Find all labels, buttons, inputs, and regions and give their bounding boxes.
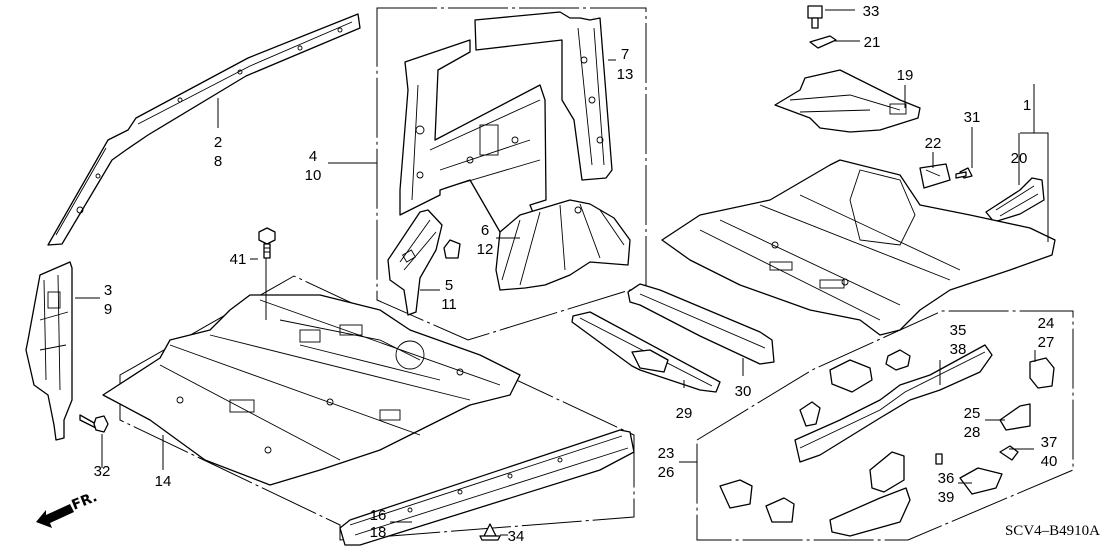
callout-18: 18 (370, 524, 387, 541)
callout-6: 6 (481, 222, 489, 239)
part-rear-bracket-c[interactable] (869, 451, 905, 493)
callout-1: 1 (1023, 97, 1031, 114)
callout-21: 21 (864, 34, 881, 51)
part-inner-side-panel[interactable] (399, 11, 613, 233)
part-bracket-22[interactable] (919, 163, 951, 189)
part-bracket-36[interactable] (959, 467, 1003, 495)
group-box-rear-frame (696, 310, 1074, 541)
part-rear-bracket-d[interactable] (719, 479, 753, 509)
callout-32: 32 (94, 463, 111, 480)
leader-lines (75, 9, 1049, 536)
part-floor-panel[interactable] (102, 294, 521, 486)
callout-14: 14 (155, 473, 172, 490)
callout-10: 10 (305, 167, 322, 184)
callout-5: 5 (445, 277, 453, 294)
callout-29: 29 (676, 405, 693, 422)
callout-27: 27 (1038, 334, 1055, 351)
part-bracket-20[interactable] (985, 177, 1045, 223)
front-arrow-icon (36, 504, 74, 528)
callout-2: 2 (214, 134, 222, 151)
part-front-pillar[interactable] (25, 261, 73, 441)
callout-9: 9 (104, 301, 112, 318)
callout-26: 26 (658, 464, 675, 481)
part-rear-floor[interactable] (661, 159, 1056, 336)
callout-13: 13 (617, 66, 634, 83)
part-clip-34[interactable] (479, 523, 501, 541)
part-bolt-31[interactable] (955, 167, 973, 179)
callout-4: 4 (309, 148, 317, 165)
part-roof-rail[interactable] (47, 13, 361, 246)
callout-34: 34 (508, 528, 525, 545)
callout-36: 36 (938, 470, 955, 487)
callout-31: 31 (964, 109, 981, 126)
part-crossmember-29[interactable] (571, 311, 721, 393)
callout-22: 22 (925, 135, 942, 152)
front-label: FR. (70, 489, 100, 514)
callout-20: 20 (1011, 150, 1028, 167)
group-box-side-panel (376, 7, 647, 341)
part-bolt-41[interactable] (258, 227, 276, 259)
part-bolt-33[interactable] (807, 5, 823, 29)
part-rear-nut[interactable] (885, 349, 911, 371)
callout-39: 39 (938, 489, 955, 506)
callouts: 1 2 8 3 9 4 10 5 11 6 12 7 13 14 16 18 1… (94, 3, 1058, 545)
part-bracket-25[interactable] (999, 403, 1031, 431)
part-bracket-24[interactable] (1029, 357, 1055, 389)
front-direction-indicator: FR. (36, 489, 100, 528)
callout-7: 7 (621, 46, 629, 63)
part-pillar-bracket[interactable] (387, 209, 461, 316)
callout-38: 38 (950, 341, 967, 358)
part-rear-bracket-a[interactable] (829, 359, 873, 393)
callout-41: 41 (230, 251, 247, 268)
part-floor-bracket-19[interactable] (774, 69, 921, 133)
callout-35: 35 (950, 322, 967, 339)
callout-12: 12 (477, 241, 494, 258)
callout-19: 19 (897, 67, 914, 84)
part-rear-bracket-b[interactable] (799, 401, 821, 427)
callout-3: 3 (104, 282, 112, 299)
part-crossmember-30[interactable] (627, 283, 775, 365)
callout-25: 25 (964, 405, 981, 422)
callout-16: 16 (370, 507, 387, 524)
part-rear-bracket-f[interactable] (829, 487, 911, 537)
callout-40: 40 (1041, 453, 1058, 470)
callout-28: 28 (964, 424, 981, 441)
part-rear-frame-rail[interactable] (794, 344, 993, 463)
callout-37: 37 (1041, 434, 1058, 451)
part-clip-37[interactable] (999, 445, 1019, 461)
part-nut-21[interactable] (809, 35, 837, 49)
part-bolt-32[interactable] (79, 414, 109, 433)
diagram-code: SCV4–B4910A (1005, 523, 1100, 539)
callout-30: 30 (735, 383, 752, 400)
part-side-sill[interactable] (339, 429, 635, 546)
callout-33: 33 (863, 3, 880, 20)
part-wheelhouse[interactable] (495, 199, 631, 291)
callout-11: 11 (441, 296, 457, 313)
part-clip-36-small[interactable] (935, 453, 943, 465)
callout-8: 8 (214, 153, 222, 170)
part-rear-bracket-e[interactable] (765, 497, 795, 523)
callout-24: 24 (1038, 315, 1055, 332)
callout-23: 23 (658, 445, 675, 462)
